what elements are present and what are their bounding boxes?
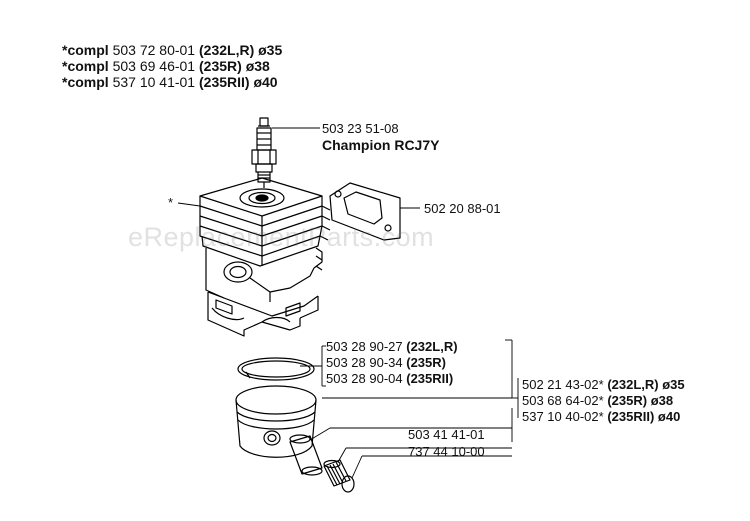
ring-line-3: 503 28 90-04 (235RII)	[326, 371, 454, 386]
header-line-2: *compl 503 69 46-01 (235R) ø38	[62, 58, 270, 74]
piston-line-2: 503 68 64-02* (235R) ø38	[522, 393, 674, 408]
needle-bearing[interactable]	[323, 459, 351, 487]
piston-pin[interactable]	[289, 434, 323, 476]
pin-part: 503 41 41-01	[408, 427, 485, 442]
ring-line-1: 503 28 90-27 (232L,R)	[326, 339, 458, 354]
header-line-3: *compl 537 10 41-01 (235RII) ø40	[62, 74, 278, 90]
spark-plug-name: Champion RCJ7Y	[322, 137, 440, 153]
piston-line-3: 537 10 40-02* (235RII) ø40	[522, 409, 681, 424]
circlip[interactable]	[341, 475, 355, 493]
piston[interactable]	[235, 385, 317, 458]
ring-line-2: 503 28 90-34 (235R)	[326, 355, 446, 370]
piston-line-1: 502 21 43-02* (232L,R) ø35	[522, 377, 685, 392]
piston-ring[interactable]	[237, 357, 315, 381]
cylinder[interactable]	[199, 177, 331, 337]
bearing-part: 737 44 10-00	[408, 444, 485, 459]
cylinder-marker: *	[168, 195, 174, 210]
watermark: eReplacementParts.com	[128, 222, 435, 252]
spark-plug-part: 503 23 51-08	[322, 121, 399, 136]
gasket[interactable]	[329, 182, 401, 241]
spark-plug[interactable]	[251, 117, 277, 188]
gasket-part: 502 20 88-01	[424, 201, 501, 216]
header-line-1: *compl 503 72 80-01 (232L,R) ø35	[62, 42, 283, 58]
